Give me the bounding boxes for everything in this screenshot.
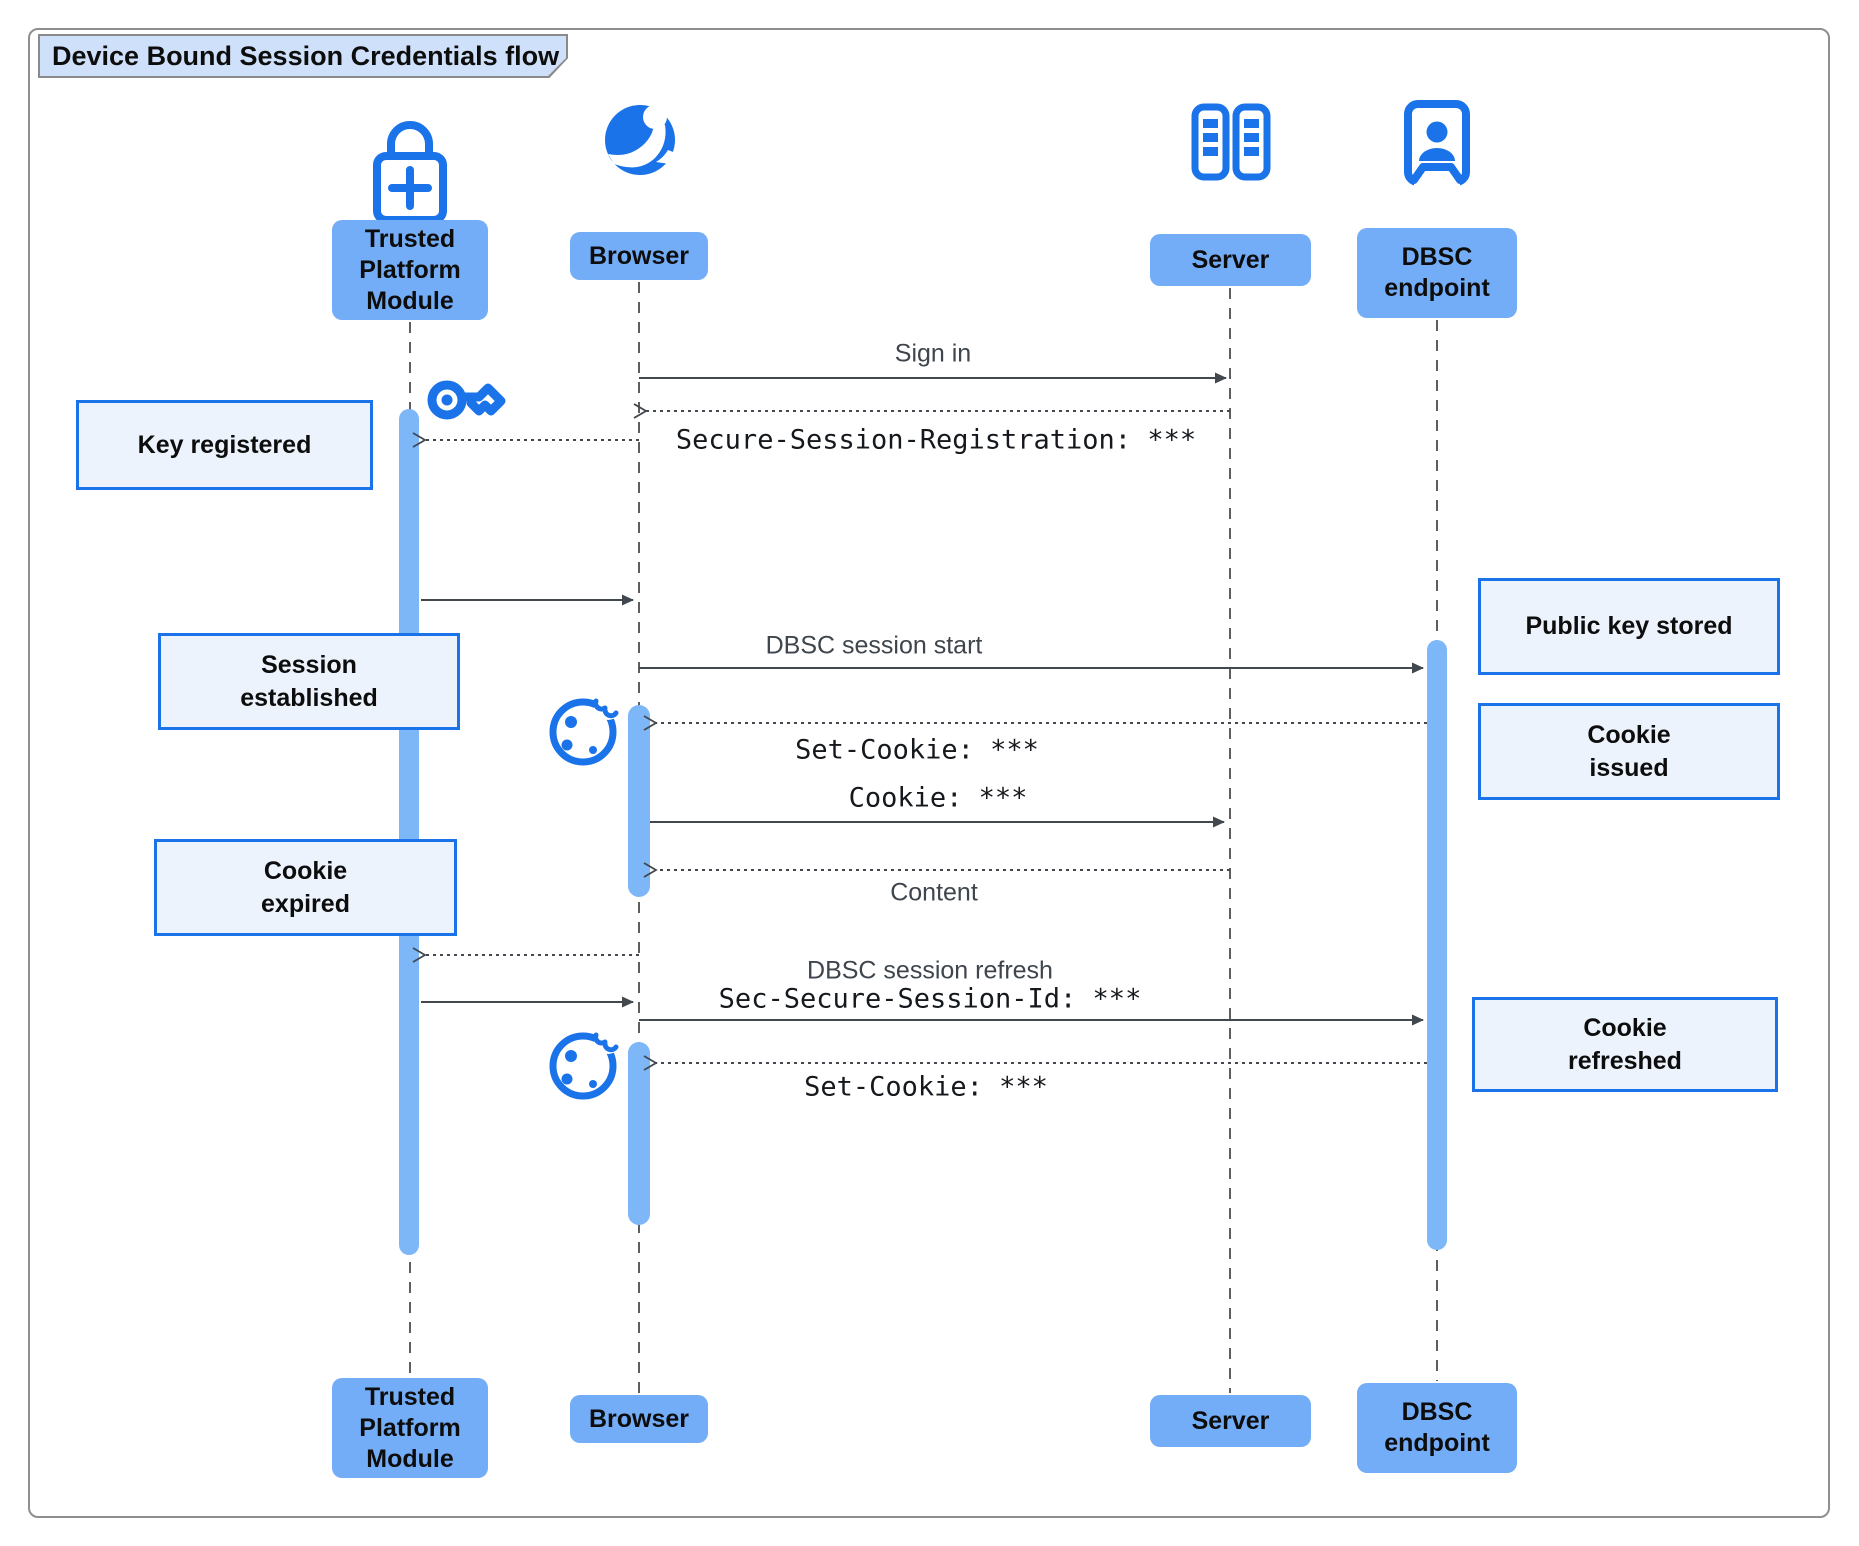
actor-dbsc-bottom: DBSC endpoint — [1357, 1383, 1517, 1473]
cookie-icon — [553, 692, 622, 762]
activation-bars — [399, 409, 1447, 1255]
activation-tpm — [399, 409, 419, 1255]
diagram-title-tab: Device Bound Session Credentials flow — [38, 34, 568, 78]
activation-browser-2 — [628, 1042, 650, 1225]
actor-dbsc-top: DBSC endpoint — [1357, 228, 1517, 318]
message-refresh-line2: Sec-Secure-Session-Id: *** — [718, 983, 1142, 1015]
message-set-cookie-1: Set-Cookie: *** — [795, 734, 1039, 766]
note-cookie-refreshed: Cookie refreshed — [1472, 997, 1778, 1092]
cookie-icon — [553, 1026, 622, 1096]
actor-server-top: Server — [1150, 234, 1311, 286]
note-session-established: Session established — [158, 633, 460, 730]
note-key-registered: Key registered — [76, 400, 373, 490]
server-racks-icon — [1191, 103, 1271, 181]
actor-browser-top: Browser — [570, 232, 708, 280]
diagram-title: Device Bound Session Credentials flow — [40, 36, 566, 76]
message-dbsc-start: DBSC session start — [765, 631, 983, 660]
note-cookie-issued: Cookie issued — [1478, 703, 1780, 800]
message-sign-in: Sign in — [894, 339, 972, 368]
door-person-icon — [1404, 100, 1470, 186]
actor-server-bottom: Server — [1150, 1395, 1311, 1447]
activation-dbsc — [1427, 640, 1447, 1250]
activation-browser-1 — [628, 705, 650, 897]
message-registration: Secure-Session-Registration: *** — [675, 424, 1197, 456]
message-cookie: Cookie: *** — [848, 782, 1028, 814]
message-content: Content — [890, 878, 978, 907]
message-refresh-line1: DBSC session refresh — [807, 956, 1053, 985]
note-cookie-expired: Cookie expired — [154, 839, 457, 936]
note-public-key-stored: Public key stored — [1478, 578, 1780, 675]
actor-tpm-bottom: Trusted Platform Module — [332, 1378, 488, 1478]
key-icon — [427, 380, 506, 420]
actor-tpm-top: Trusted Platform Module — [332, 220, 488, 320]
actor-browser-bottom: Browser — [570, 1395, 708, 1443]
globe-icon — [605, 105, 678, 175]
lock-plus-icon — [373, 121, 447, 224]
message-arrows — [412, 372, 1427, 1071]
message-set-cookie-2: Set-Cookie: *** — [804, 1071, 1048, 1103]
